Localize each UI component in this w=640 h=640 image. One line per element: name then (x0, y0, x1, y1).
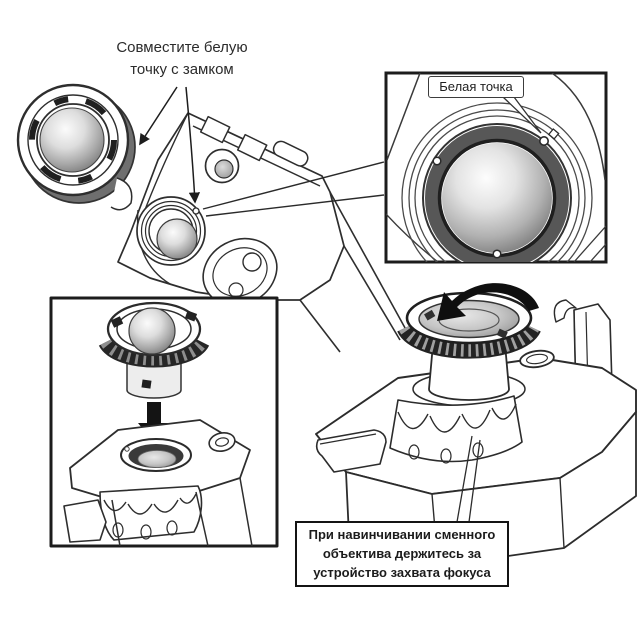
hold-note-line2: объектива держитесь за (322, 546, 482, 561)
device-body-illustration (117, 112, 416, 353)
hold-note-line3: устройство захвата фокуса (313, 565, 491, 580)
white-dot-detail-panel (384, 71, 608, 264)
hold-note-line1: При навинчивании сменного (308, 527, 496, 542)
rotate-counterclockwise-arrow-icon (437, 283, 539, 321)
white-dot-magnified (538, 136, 549, 147)
hold-focus-grip-note: При навинчивании сменного объектива держ… (295, 521, 509, 587)
lens-insertion-panel (49, 296, 279, 548)
align-note-line2: точку с замком (130, 61, 234, 78)
align-note-line1: Совместите белую (116, 39, 248, 56)
zoom-callout-lines (202, 161, 385, 217)
white-dot-label-text: Белая точка (439, 79, 513, 94)
white-dot-label: Белая точка (428, 76, 524, 98)
attach-lens-illustration (315, 283, 637, 567)
detached-lens-rear-illustration (16, 83, 136, 211)
white-dot-mark (192, 207, 200, 215)
arrowhead-leader-lines (139, 86, 201, 204)
align-white-dot-note: Совместите белую точку с замком (86, 37, 278, 81)
